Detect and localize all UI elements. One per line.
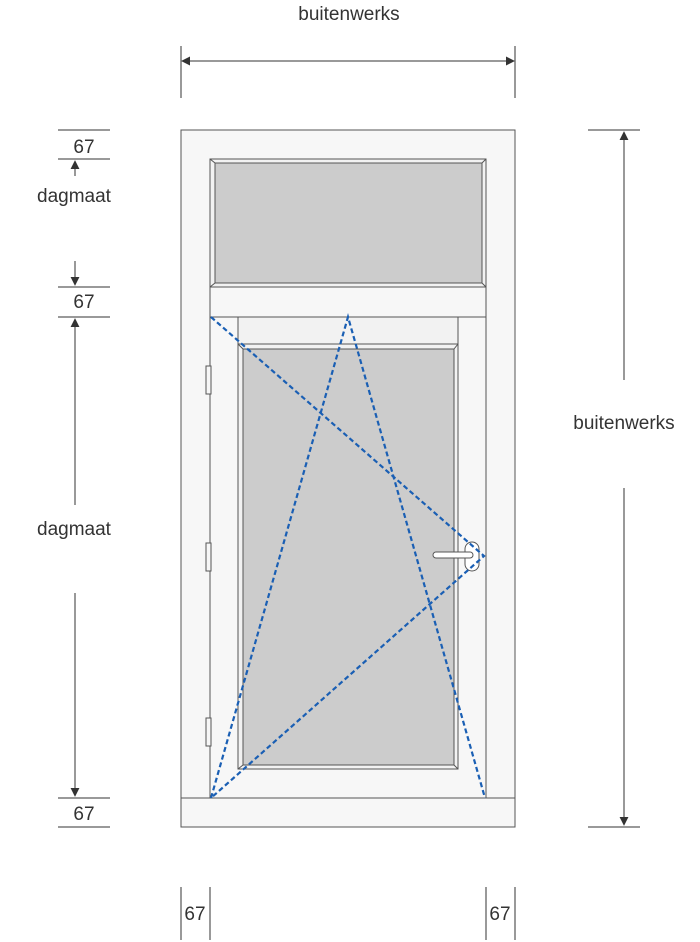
door-handle (432, 541, 480, 572)
top-glass-pane (214, 162, 483, 284)
daylight-bottom-label: dagmaat (37, 519, 112, 540)
top-fixed-light (209, 158, 487, 288)
bead-corner-br (453, 764, 459, 770)
bead-corner-tl (237, 343, 244, 350)
hinge-bottom (205, 717, 212, 747)
door-sash (209, 316, 487, 799)
top-bead-corner-bl (209, 282, 216, 288)
top-bead-corner-tr (481, 158, 487, 164)
daylight-top-label: dagmaat (37, 186, 112, 207)
outer-width-dimension (180, 46, 516, 98)
dim-frame-right: 67 (489, 904, 510, 925)
handle-lever (432, 551, 474, 559)
dim-frame-bottom: 67 (73, 804, 94, 825)
dim-transom: 67 (73, 292, 94, 313)
top-bead-corner-tl (209, 158, 216, 164)
outer-width-label: buitenwerks (298, 4, 399, 25)
turn-tilt-opening-symbol (209, 312, 487, 799)
tilt-indicator (209, 312, 487, 799)
dim-frame-left: 67 (184, 904, 205, 925)
hinge-middle (205, 542, 212, 572)
door-glass-pane (242, 348, 455, 766)
hinge-top (205, 365, 212, 395)
hinges (205, 365, 212, 747)
bottom-dimension-lines (180, 887, 516, 940)
bead-corner-tr (453, 343, 459, 350)
dim-frame-top: 67 (73, 137, 94, 158)
outer-height-label: buitenwerks (573, 413, 674, 434)
bead-corner-bl (237, 764, 244, 770)
turn-indicator (210, 316, 486, 799)
transom-bar (209, 286, 487, 318)
left-dimension-lines (58, 129, 110, 828)
outer-height-dimension (588, 129, 640, 828)
top-bead-corner-br (481, 282, 487, 288)
